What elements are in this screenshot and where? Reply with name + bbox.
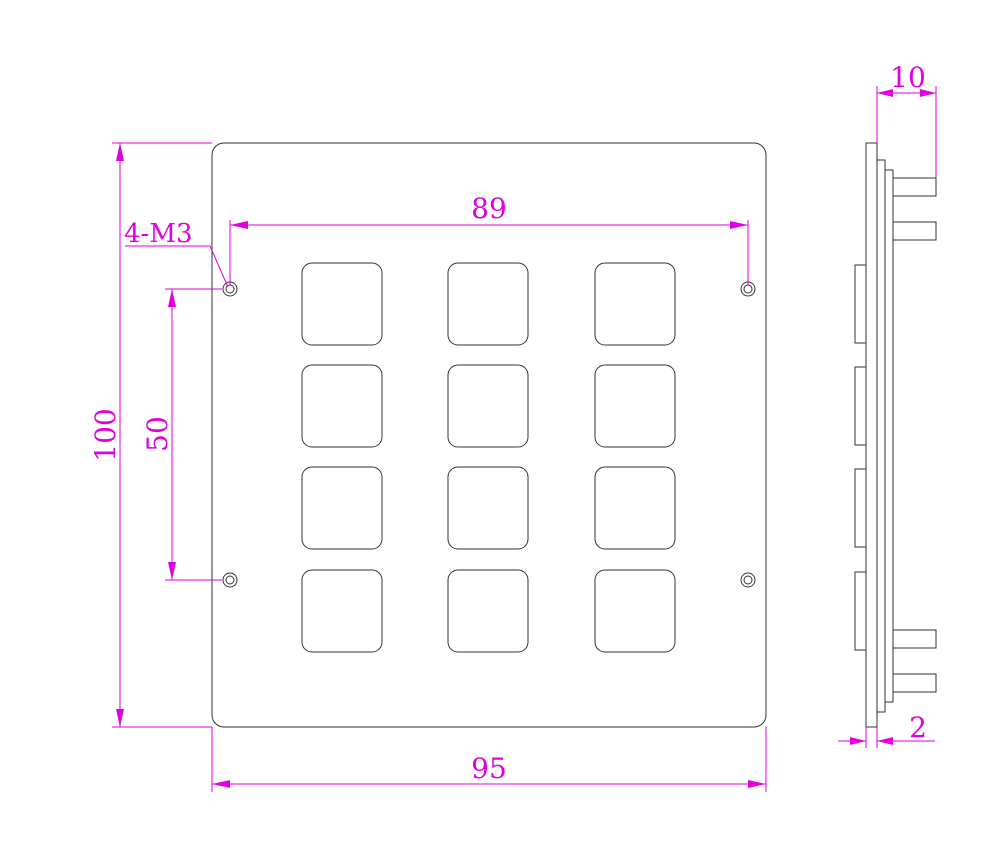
dimension-label-50: 50	[141, 416, 174, 452]
dimension-panel-thickness: 2	[838, 711, 935, 748]
key-cutout	[301, 466, 383, 550]
key-cutout	[301, 569, 383, 653]
key-cutout	[447, 569, 529, 653]
side-standoff	[892, 221, 937, 241]
side-key-profile	[854, 571, 867, 651]
front-view: 89 4-M3 50 100	[89, 142, 767, 792]
dimension-label-2: 2	[909, 711, 927, 744]
hole-callout-label: 4-M3	[124, 219, 193, 249]
dimension-label-100: 100	[89, 408, 122, 461]
key-cutout	[301, 364, 383, 448]
front-panel-outline	[211, 142, 767, 728]
side-key-profile	[854, 264, 867, 344]
side-key-profile	[854, 366, 867, 446]
key-cutout	[447, 262, 529, 346]
side-standoff	[892, 177, 937, 197]
dimension-label-89: 89	[471, 192, 507, 225]
side-standoff	[892, 673, 937, 693]
key-cutout	[447, 364, 529, 448]
hole-callout: 4-M3	[124, 219, 229, 288]
key-cutout	[301, 262, 383, 346]
side-pcb	[884, 169, 894, 703]
dimension-label-10: 10	[890, 61, 926, 94]
side-standoff	[892, 629, 937, 649]
key-cutout	[594, 569, 676, 653]
key-cutout	[594, 262, 676, 346]
mounting-hole	[222, 572, 238, 588]
dimension-depth: 10	[876, 61, 937, 178]
dimension-overall-height: 100	[89, 142, 212, 728]
key-cutout	[594, 466, 676, 550]
side-key-profile	[854, 468, 867, 548]
side-inner-plate	[876, 159, 886, 713]
side-view: 10 2	[838, 61, 937, 748]
dimension-label-95: 95	[471, 752, 507, 785]
key-grid	[301, 262, 676, 653]
dimension-overall-width: 95	[211, 727, 767, 792]
mounting-hole	[740, 572, 756, 588]
dimension-hole-spacing-vertical: 50	[141, 288, 222, 581]
key-cutout	[447, 466, 529, 550]
key-cutout	[594, 364, 676, 448]
dimension-hole-spacing-horizontal: 89	[229, 192, 749, 285]
side-panel-plate	[865, 142, 878, 728]
